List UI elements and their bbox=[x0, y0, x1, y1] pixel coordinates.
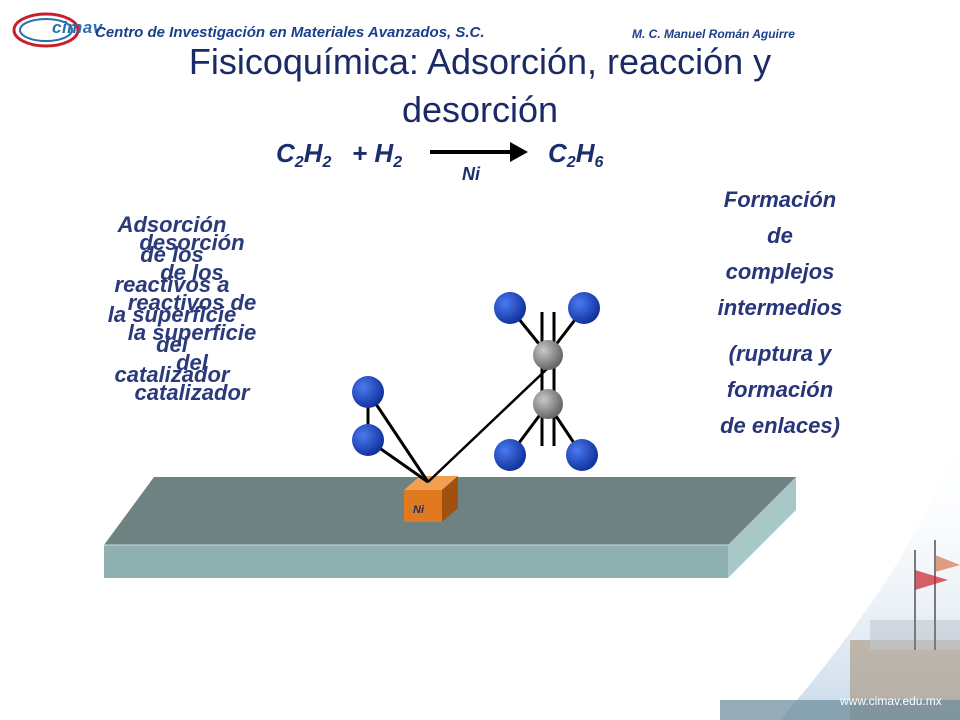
catalyst-surface-front bbox=[104, 545, 728, 578]
cimav-logo-icon bbox=[12, 12, 80, 48]
author-name: M. C. Manuel Román Aguirre bbox=[632, 27, 795, 41]
ni-block-top bbox=[404, 476, 458, 490]
ni-block-label: Ni bbox=[413, 504, 425, 516]
carbon-atom-bottom bbox=[533, 389, 563, 419]
slide-title-line1: Fisicoquímica: Adsorción, reacción y bbox=[188, 41, 772, 82]
slide-title-line2: desorción bbox=[401, 89, 559, 130]
hydrogen-atom-top-left bbox=[494, 292, 526, 324]
catalyst-surface-side bbox=[728, 477, 796, 578]
website-footer: www.cimav.edu.mx bbox=[840, 694, 942, 708]
adsorption-text: Adsorción de los reactivos a la superfic… bbox=[107, 212, 237, 387]
bond-ni-c bbox=[427, 367, 549, 483]
hydrogen-atom-2 bbox=[352, 424, 384, 456]
ni-block-front bbox=[404, 490, 442, 522]
bond-ni-h1 bbox=[366, 391, 430, 483]
ni-block-side bbox=[442, 476, 458, 522]
reaction-arrow-icon bbox=[430, 142, 528, 162]
carbon-atom-top bbox=[533, 340, 563, 370]
reactant-h2: + H2 bbox=[352, 138, 403, 171]
institution-name: Centro de Investigación en Materiales Av… bbox=[95, 24, 485, 41]
hydrogen-atom-top-right bbox=[568, 292, 600, 324]
slide-title: Fisicoquímica: Adsorción, reacción y des… bbox=[100, 38, 860, 134]
intermediate-complex-text: Formación de complejos intermedios (rupt… bbox=[717, 187, 843, 438]
hydrogen-atom-bottom-right bbox=[566, 439, 598, 471]
hydrogen-atom-bottom-left bbox=[494, 439, 526, 471]
catalyst-ni-label: Ni bbox=[462, 164, 480, 184]
reactant-c2h2: C2H2 bbox=[276, 138, 332, 171]
product-c2h6: C2H6 bbox=[548, 138, 604, 171]
hydrogen-atom-1 bbox=[352, 376, 384, 408]
campus-photo-corner bbox=[720, 430, 960, 720]
logo-text: cimav bbox=[52, 18, 103, 37]
desorption-text: desorción de los reactivos de la superfi… bbox=[127, 230, 257, 405]
